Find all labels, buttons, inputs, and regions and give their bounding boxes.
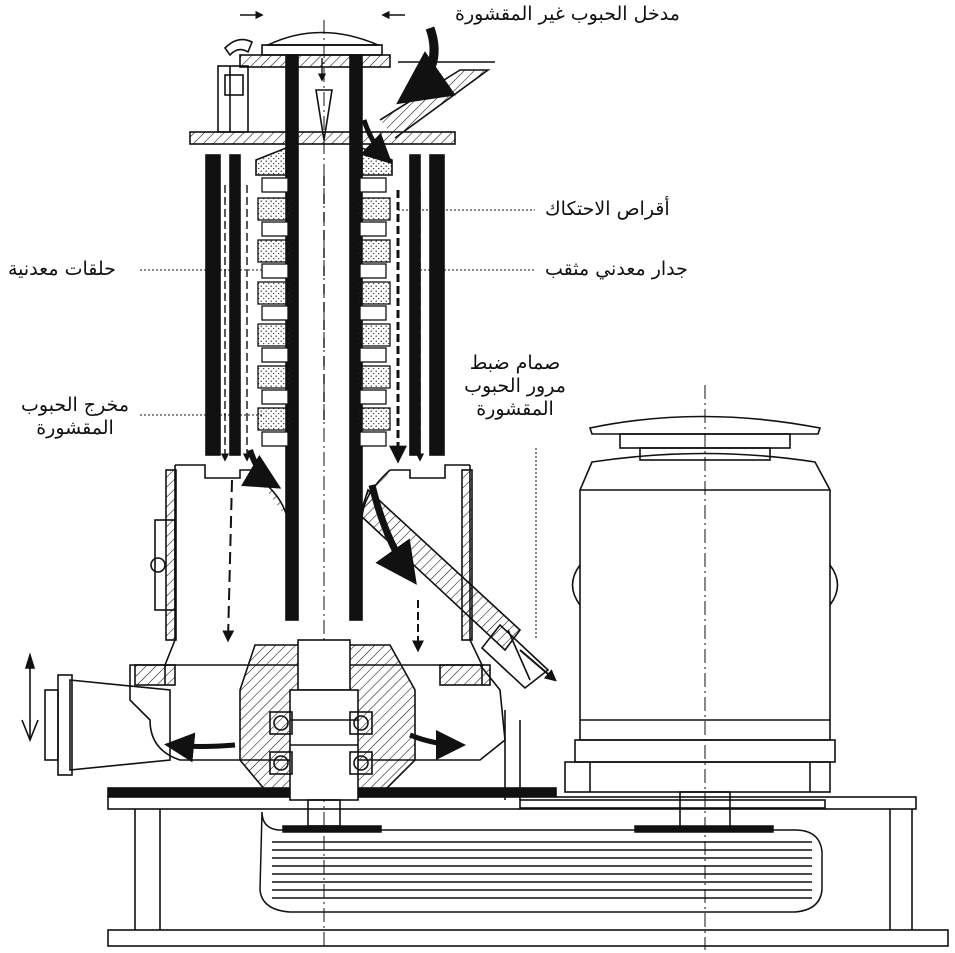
valve-label: صمام ضبط مرور الحبوب المقشورة [455, 352, 575, 421]
huller-body [21, 20, 550, 950]
perforated-wall-label: جدار معدني مثقب [545, 258, 688, 280]
inlet-label: مدخل الحبوب غير المقشورة [455, 3, 680, 25]
metal-rings-label: حلقات معدنية [8, 258, 116, 280]
outlet-label-line-2: المقشورة [36, 417, 114, 439]
motor [564, 385, 839, 950]
outlet-label-line-1: مخرج الحبوب [21, 394, 129, 416]
leader-lines [140, 209, 537, 640]
flow-arrows [164, 10, 557, 763]
valve-label-line-3: المقشورة [476, 398, 554, 420]
outlet-label: مخرج الحبوب المقشورة [5, 394, 145, 440]
valve-label-line-2: مرور الحبوب [464, 375, 566, 397]
friction-discs-label: أقراص الاحتكاك [545, 198, 670, 220]
belt-drive [259, 811, 823, 913]
valve-label-line-1: صمام ضبط [469, 352, 561, 374]
friction-disc-stack [257, 177, 391, 447]
